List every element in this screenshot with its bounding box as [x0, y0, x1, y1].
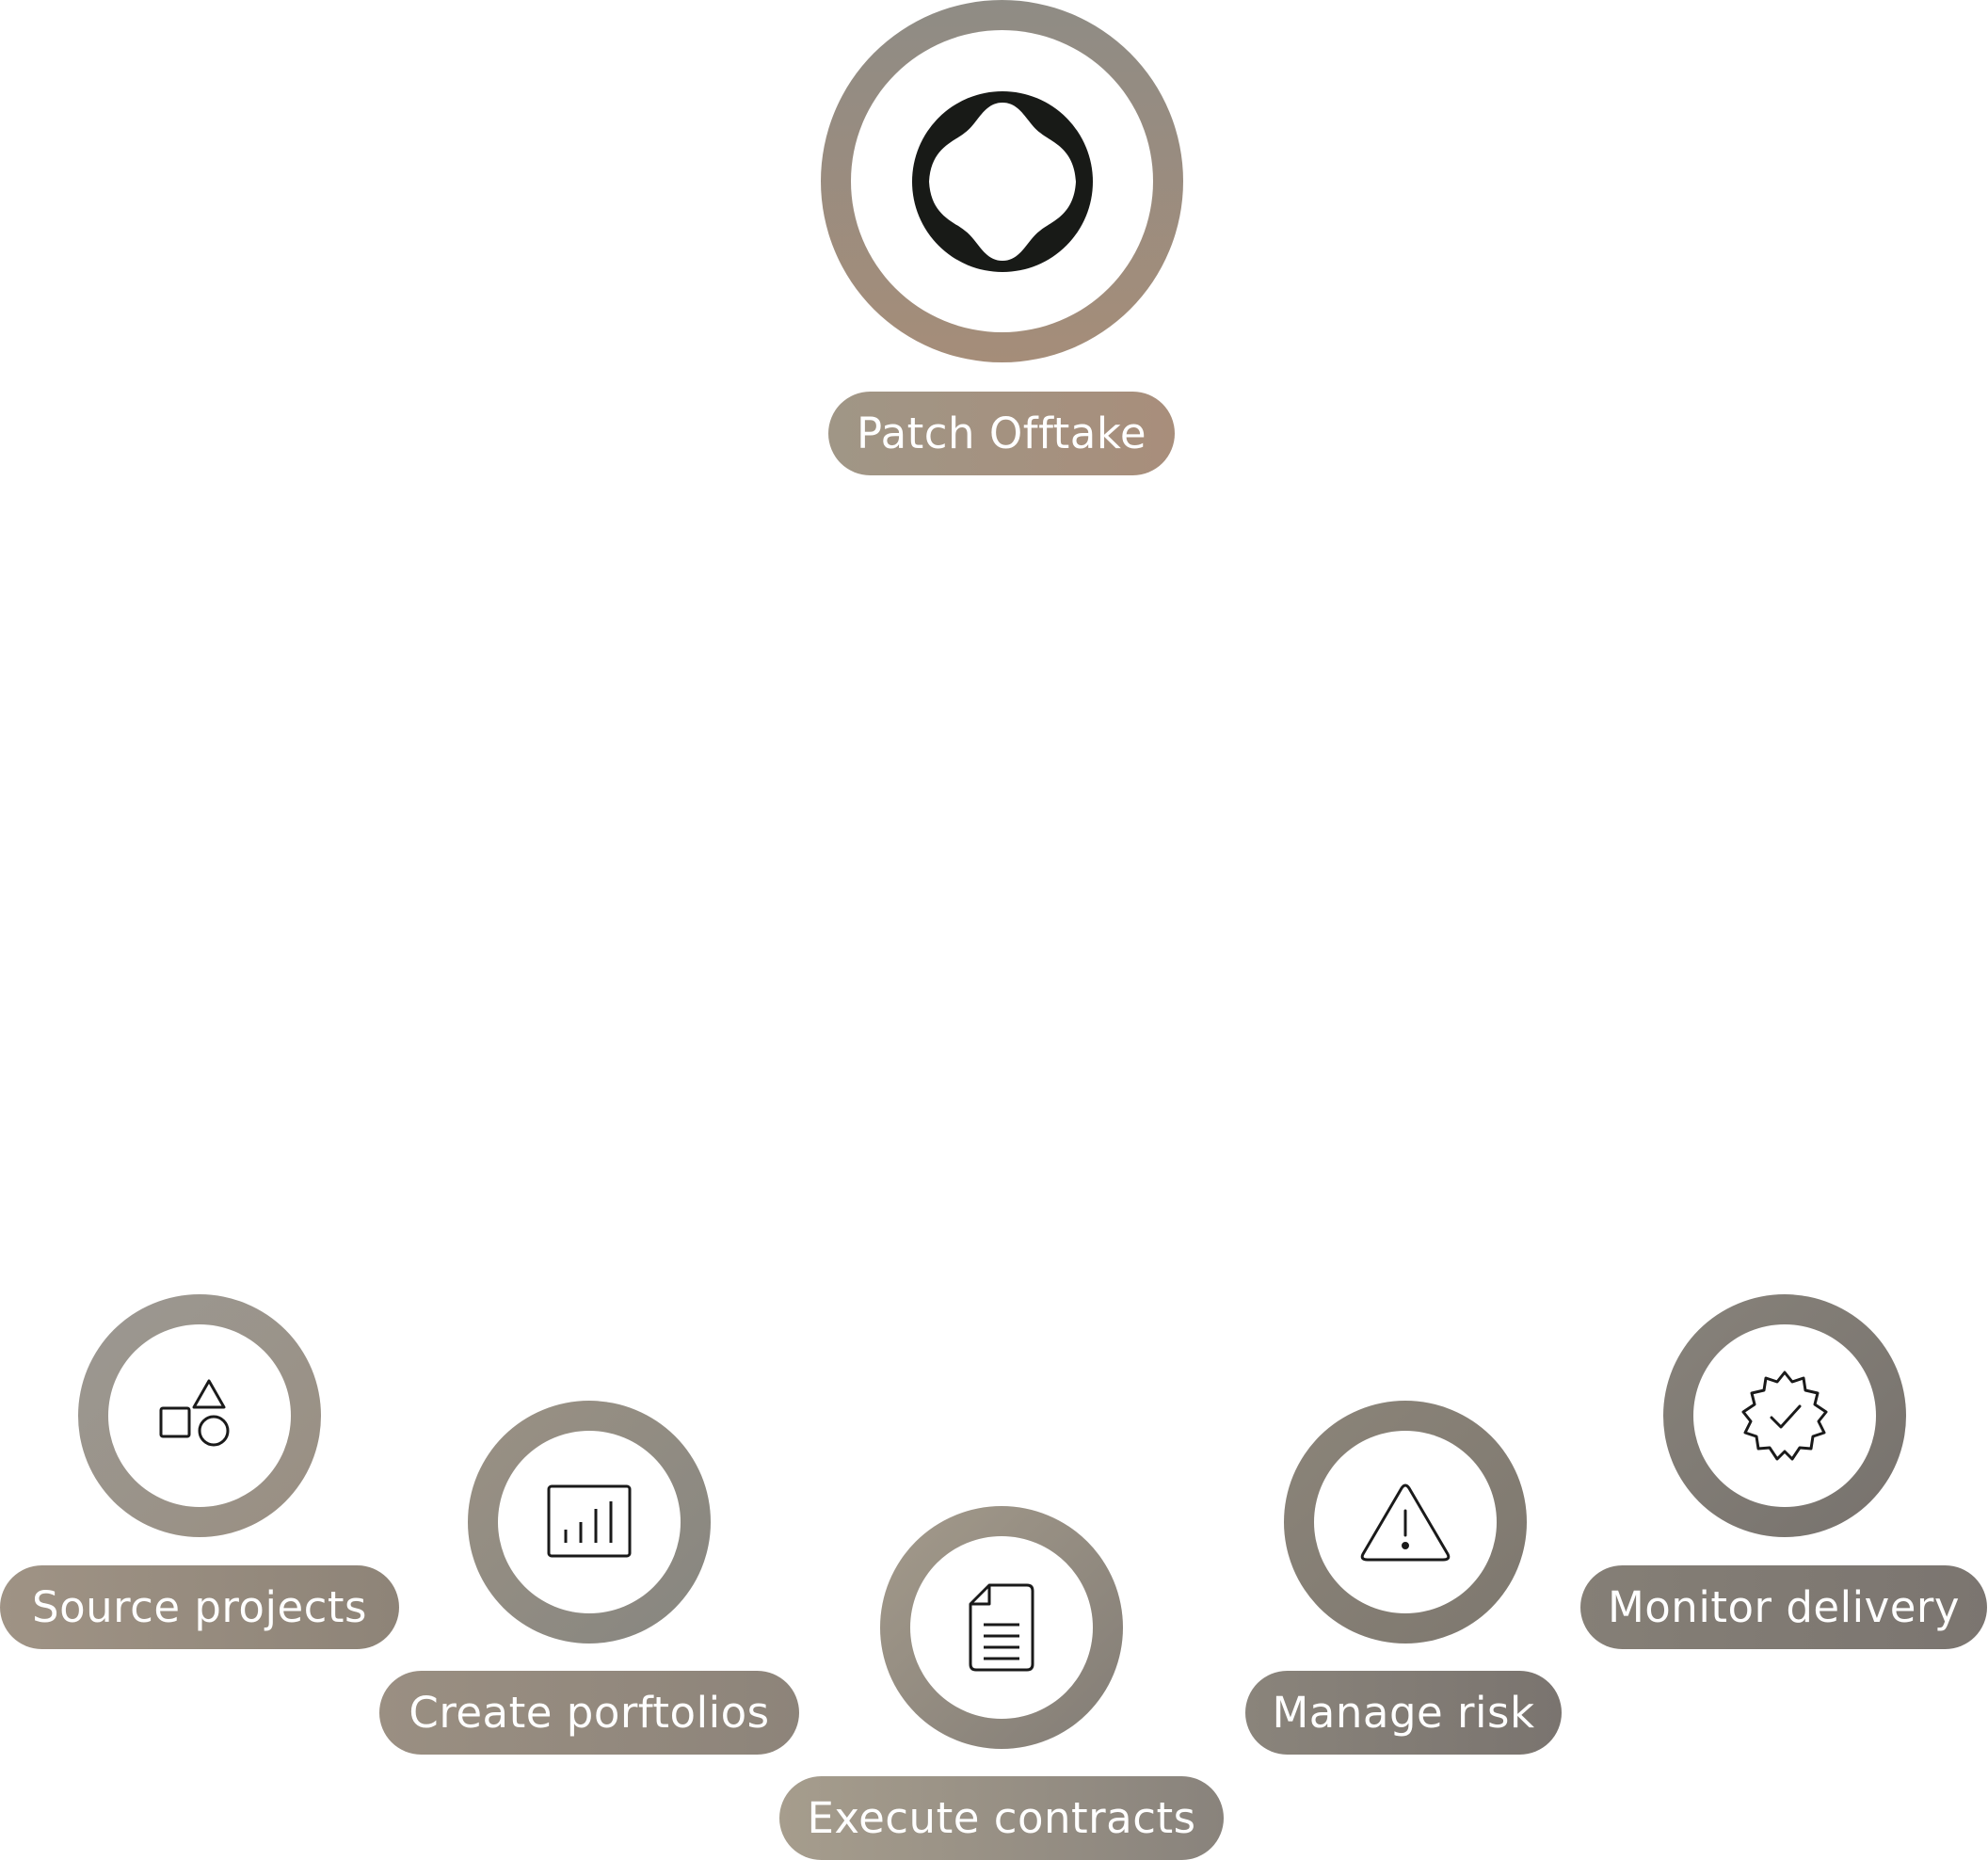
step-label: Source projects: [32, 1582, 367, 1632]
step-label: Monitor delivery: [1607, 1582, 1961, 1632]
step-node-inner: [1693, 1324, 1876, 1507]
step-label: Create porftolios: [409, 1688, 770, 1738]
step-label: Execute contracts: [807, 1793, 1196, 1843]
document-icon: [969, 1583, 1034, 1672]
step-node-manage-risk: [1284, 1401, 1527, 1644]
warning-icon: [1360, 1483, 1451, 1562]
step-node-create-portfolios: [468, 1401, 711, 1644]
step-label-pill-create-portfolios: Create porftolios: [379, 1671, 799, 1755]
step-node-inner: [1314, 1431, 1497, 1613]
step-node-monitor-delivery: [1663, 1294, 1906, 1537]
step-node-inner: [910, 1536, 1093, 1719]
shapes-icon: [157, 1373, 242, 1458]
bar-chart-icon: [547, 1484, 632, 1560]
step-label-pill-execute-contracts: Execute contracts: [779, 1776, 1224, 1860]
step-node-inner: [108, 1324, 291, 1507]
step-node-source-projects: [78, 1294, 321, 1537]
step-label-pill-source-projects: Source projects: [0, 1565, 399, 1649]
step-node-execute-contracts: [880, 1506, 1123, 1749]
step-node-inner: [498, 1431, 681, 1613]
step-label-pill-monitor-delivery: Monitor delivery: [1580, 1565, 1987, 1649]
hub-node-inner: [851, 30, 1153, 332]
hub-label: Patch Offtake: [856, 409, 1147, 458]
patch-logo-icon: [910, 89, 1095, 274]
verified-badge-icon: [1738, 1369, 1832, 1463]
hub-label-pill: Patch Offtake: [828, 392, 1175, 475]
hub-node: [821, 0, 1183, 362]
step-label-pill-manage-risk: Manage risk: [1245, 1671, 1562, 1755]
step-label: Manage risk: [1272, 1688, 1535, 1738]
